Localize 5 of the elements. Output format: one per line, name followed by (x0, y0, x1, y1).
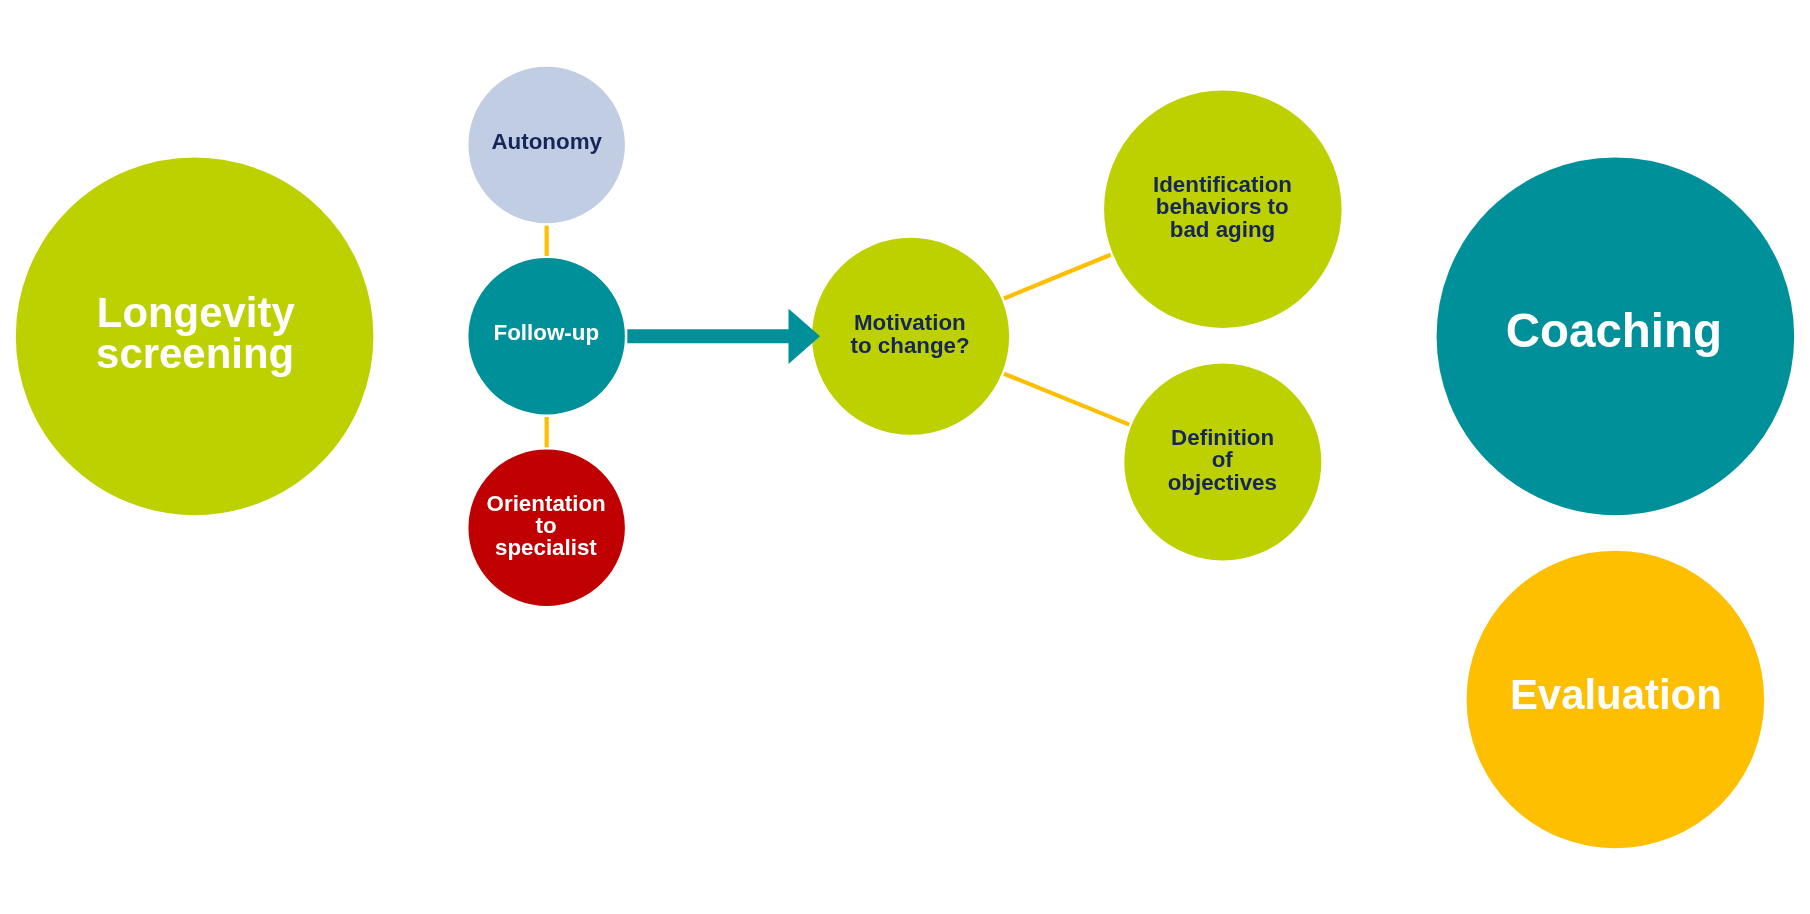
connector (544, 225, 549, 256)
arrow (627, 308, 821, 364)
connector (1003, 252, 1112, 300)
connector (1003, 371, 1131, 427)
connector (544, 416, 549, 447)
